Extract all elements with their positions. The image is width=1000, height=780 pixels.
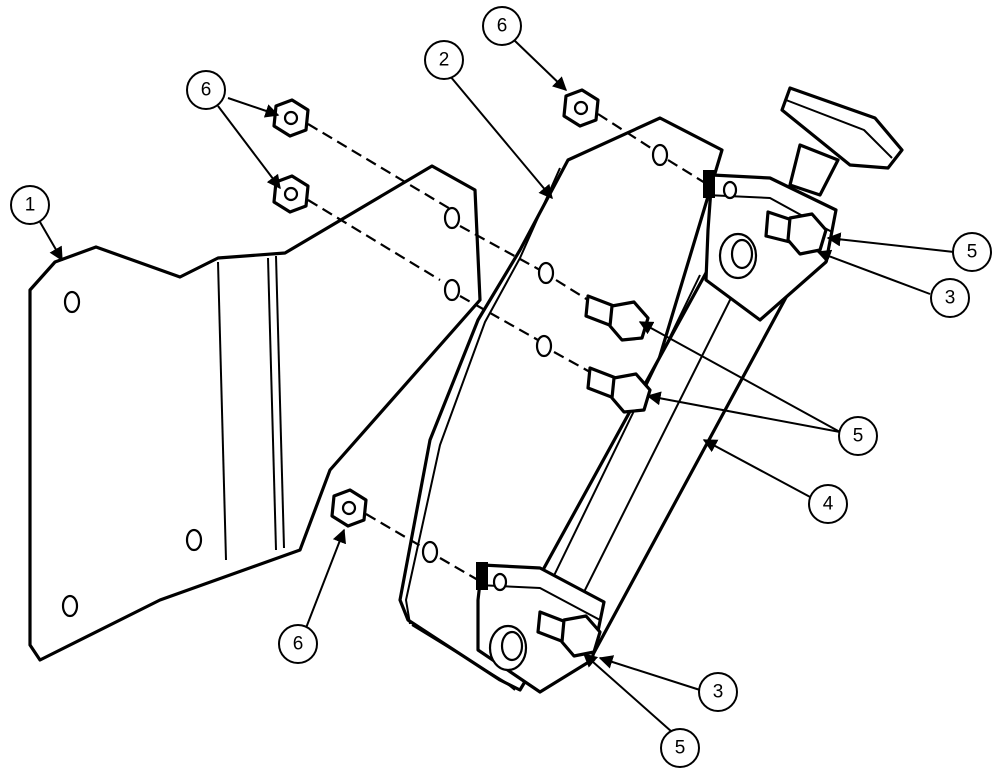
svg-text:4: 4: [823, 494, 834, 515]
svg-text:3: 3: [945, 288, 956, 309]
nut-part-6-upper-left: [272, 98, 310, 138]
callout-balloon-6-bottom: 6: [278, 624, 318, 664]
svg-text:5: 5: [967, 242, 978, 263]
bolt-part-5-middle-upper: [584, 294, 650, 342]
callout-balloon-1: 1: [10, 185, 50, 225]
svg-text:6: 6: [293, 634, 304, 655]
svg-text:3: 3: [713, 682, 724, 703]
callout-balloon-6-top: 6: [482, 6, 522, 46]
svg-text:5: 5: [675, 738, 686, 759]
callout-balloon-3-bottom: 3: [698, 672, 738, 712]
mounting-plate-part-2: [398, 116, 724, 692]
callout-balloon-6-upper-left: 6: [186, 70, 226, 110]
svg-text:6: 6: [201, 80, 212, 101]
callout-balloon-5-middle: 5: [838, 416, 878, 456]
leader-lines: [39, 39, 955, 733]
svg-text:1: 1: [25, 195, 36, 216]
mounting-bracket-part-1: [28, 164, 482, 662]
callout-balloon-5-bottom: 5: [660, 728, 700, 768]
svg-text:2: 2: [439, 50, 450, 71]
assembly-center-lines: [307, 113, 711, 581]
callout-balloon-2: 2: [424, 40, 464, 80]
svg-text:5: 5: [853, 426, 864, 447]
callout-balloon-3-top: 3: [930, 278, 970, 318]
svg-text:6: 6: [497, 16, 508, 37]
callout-balloon-5-top: 5: [952, 232, 992, 272]
nut-part-6-bottom: [330, 488, 368, 528]
clamp-top-part-3: [703, 170, 838, 322]
nut-part-6-lower-left: [272, 174, 310, 214]
bolt-part-5-bottom: [536, 610, 602, 658]
callout-balloon-4: 4: [808, 484, 848, 524]
nut-part-6-top: [562, 88, 600, 128]
bolt-part-5-middle-lower: [586, 366, 652, 414]
